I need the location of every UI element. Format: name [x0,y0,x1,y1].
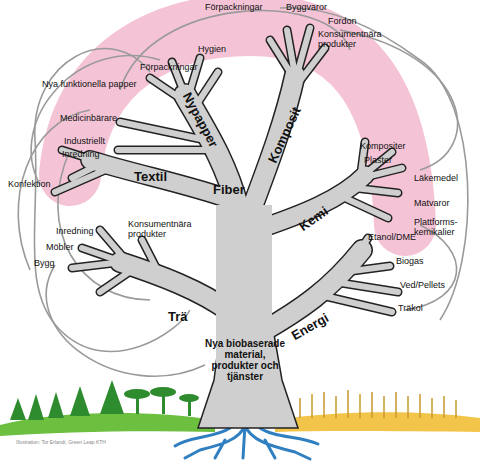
product-label: Plaster [364,156,392,166]
product-label: Konfektion [8,180,51,190]
product-label: Nya funktionella papper [42,80,162,90]
trunk-fill [216,205,272,425]
product-label: Kompositer [360,142,406,152]
product-label: Etanol/DME [368,233,416,243]
roots [175,425,318,459]
branch-label: Fiber [213,183,245,197]
product-label: Läkemedel [414,174,458,184]
product-label: Matvaror [414,199,450,209]
product-label: Byggvaror [286,3,327,13]
product-label: Träkol [398,304,423,314]
branch-label: Textil [134,170,167,184]
product-label: Inredning [62,150,100,160]
product-label: Plattforms- kemikalier [414,218,476,238]
product-label: Möbler [46,243,74,253]
product-label: Konsumentnära produkter [318,30,388,50]
forest [10,380,199,420]
product-label: Förpackningar [205,3,263,13]
product-label: Inredning [56,227,94,237]
product-label: Fordon [328,17,357,27]
product-label: Medicinbärare [60,114,117,124]
product-label: Biogas [396,257,424,267]
branch-label: Trä [168,310,188,324]
product-label: Illustration: Tor Erlandi, Green Leap KT… [16,440,106,446]
product-label: Förpackningar [140,63,198,73]
product-label: Konsumentnära produkter [128,220,200,240]
product-label: Ved/Pellets [400,281,445,291]
product-label: Bygg [34,259,55,269]
product-label: Industriellt [64,137,105,147]
yellow-ground [275,412,480,432]
product-label: Hygien [198,45,226,55]
branch-label: Nya biobaserade material, produkter och … [204,338,286,382]
crop-field [300,390,456,418]
